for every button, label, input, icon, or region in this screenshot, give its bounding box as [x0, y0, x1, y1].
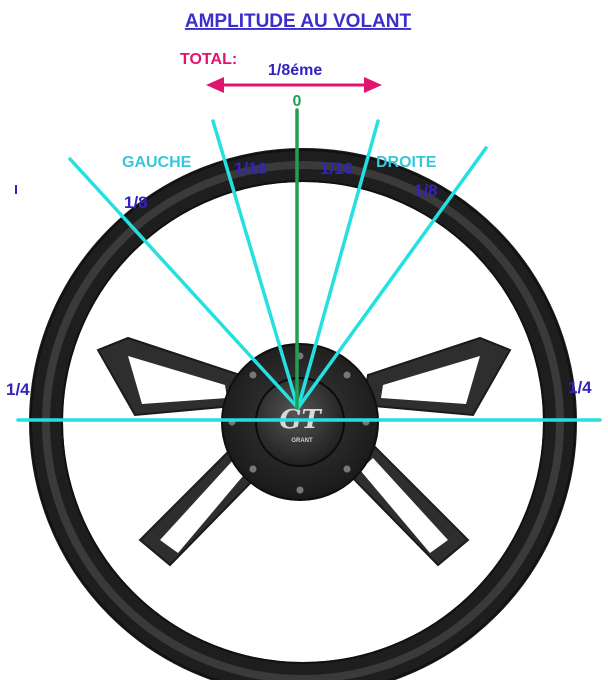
spoke-cutouts [128, 356, 480, 553]
ray-left-sixteenth [211, 119, 300, 410]
total-label: TOTAL: [180, 51, 237, 68]
mark-left-eighth: 1/8 [124, 193, 148, 212]
diagram-title: AMPLITUDE AU VOLANT [185, 11, 412, 32]
ray-left-eighth [68, 157, 300, 410]
total-arrow [206, 77, 382, 93]
mark-right-quarter: 1/4 [568, 378, 592, 397]
mark-right-eighth: 1/8 [414, 181, 438, 200]
wheel-hub [221, 343, 379, 501]
right-direction-label: DROITE [376, 154, 437, 171]
left-edge-mark [15, 185, 17, 194]
wheel-rim [29, 148, 577, 680]
hub-bolts [227, 351, 371, 495]
ray-right-eighth [296, 146, 488, 410]
mark-left-quarter: 1/4 [6, 380, 30, 399]
left-direction-label: GAUCHE [122, 154, 192, 171]
logo-grant-text: GRANT [291, 438, 313, 444]
ray-right-sixteenth [296, 119, 380, 410]
mark-left-sixteenth: 1/16 [234, 159, 267, 178]
mark-right-sixteenth: 1/16 [320, 159, 353, 178]
angle-rays [16, 108, 602, 422]
total-value: 1/8éme [268, 62, 322, 79]
zero-label: 0 [293, 93, 302, 110]
